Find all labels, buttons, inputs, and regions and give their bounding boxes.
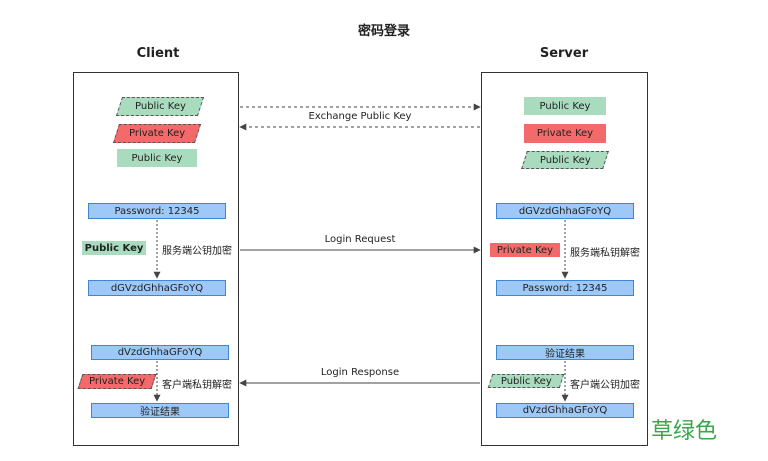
diagram-title: 密码登录 bbox=[357, 24, 410, 39]
server-private-key: Private Key bbox=[524, 124, 606, 143]
watermark-text: 草绿色 bbox=[651, 419, 718, 444]
client-label: Client bbox=[136, 46, 180, 61]
server-response-encrypted-box: dVzdGhhaGFoYQ bbox=[496, 403, 634, 418]
client-request-public-key: Public Key bbox=[82, 241, 146, 255]
server-public-key: Public Key bbox=[524, 97, 606, 115]
client-decrypt-note: 客户端私钥解密 bbox=[162, 380, 232, 391]
client-response-private-key: Private Key bbox=[77, 374, 157, 389]
client-password-box: Password: 12345 bbox=[88, 203, 226, 219]
exchange-public-key-label: Exchange Public Key bbox=[308, 111, 412, 122]
server-result-box: 验证结果 bbox=[496, 345, 634, 360]
server-decrypt-note: 服务端私钥解密 bbox=[570, 248, 640, 259]
client-response-encrypted-box: dVzdGhhaGFoYQ bbox=[91, 345, 229, 360]
server-password-box: Password: 12345 bbox=[496, 280, 634, 296]
client-public-key-dashed: Public Key bbox=[115, 97, 205, 116]
server-label: Server bbox=[539, 46, 589, 61]
server-public-key-dashed: Public Key bbox=[521, 151, 609, 169]
server-response-public-key: Public Key bbox=[487, 374, 565, 388]
client-result-box: 验证结果 bbox=[91, 403, 229, 418]
server-request-private-key: Private Key bbox=[490, 243, 560, 257]
login-response-label: Login Response bbox=[320, 367, 400, 378]
client-encrypted-box: dGVzdGhhaGFoYQ bbox=[88, 280, 226, 296]
client-encrypt-note: 服务端公钥加密 bbox=[162, 246, 232, 257]
server-encrypted-box: dGVzdGhhaGFoYQ bbox=[496, 203, 634, 219]
server-encrypt-note: 客户端公钥加密 bbox=[570, 380, 640, 391]
login-request-label: Login Request bbox=[324, 234, 396, 245]
client-private-key: Private Key bbox=[112, 124, 202, 143]
client-public-key: Public Key bbox=[117, 149, 197, 167]
